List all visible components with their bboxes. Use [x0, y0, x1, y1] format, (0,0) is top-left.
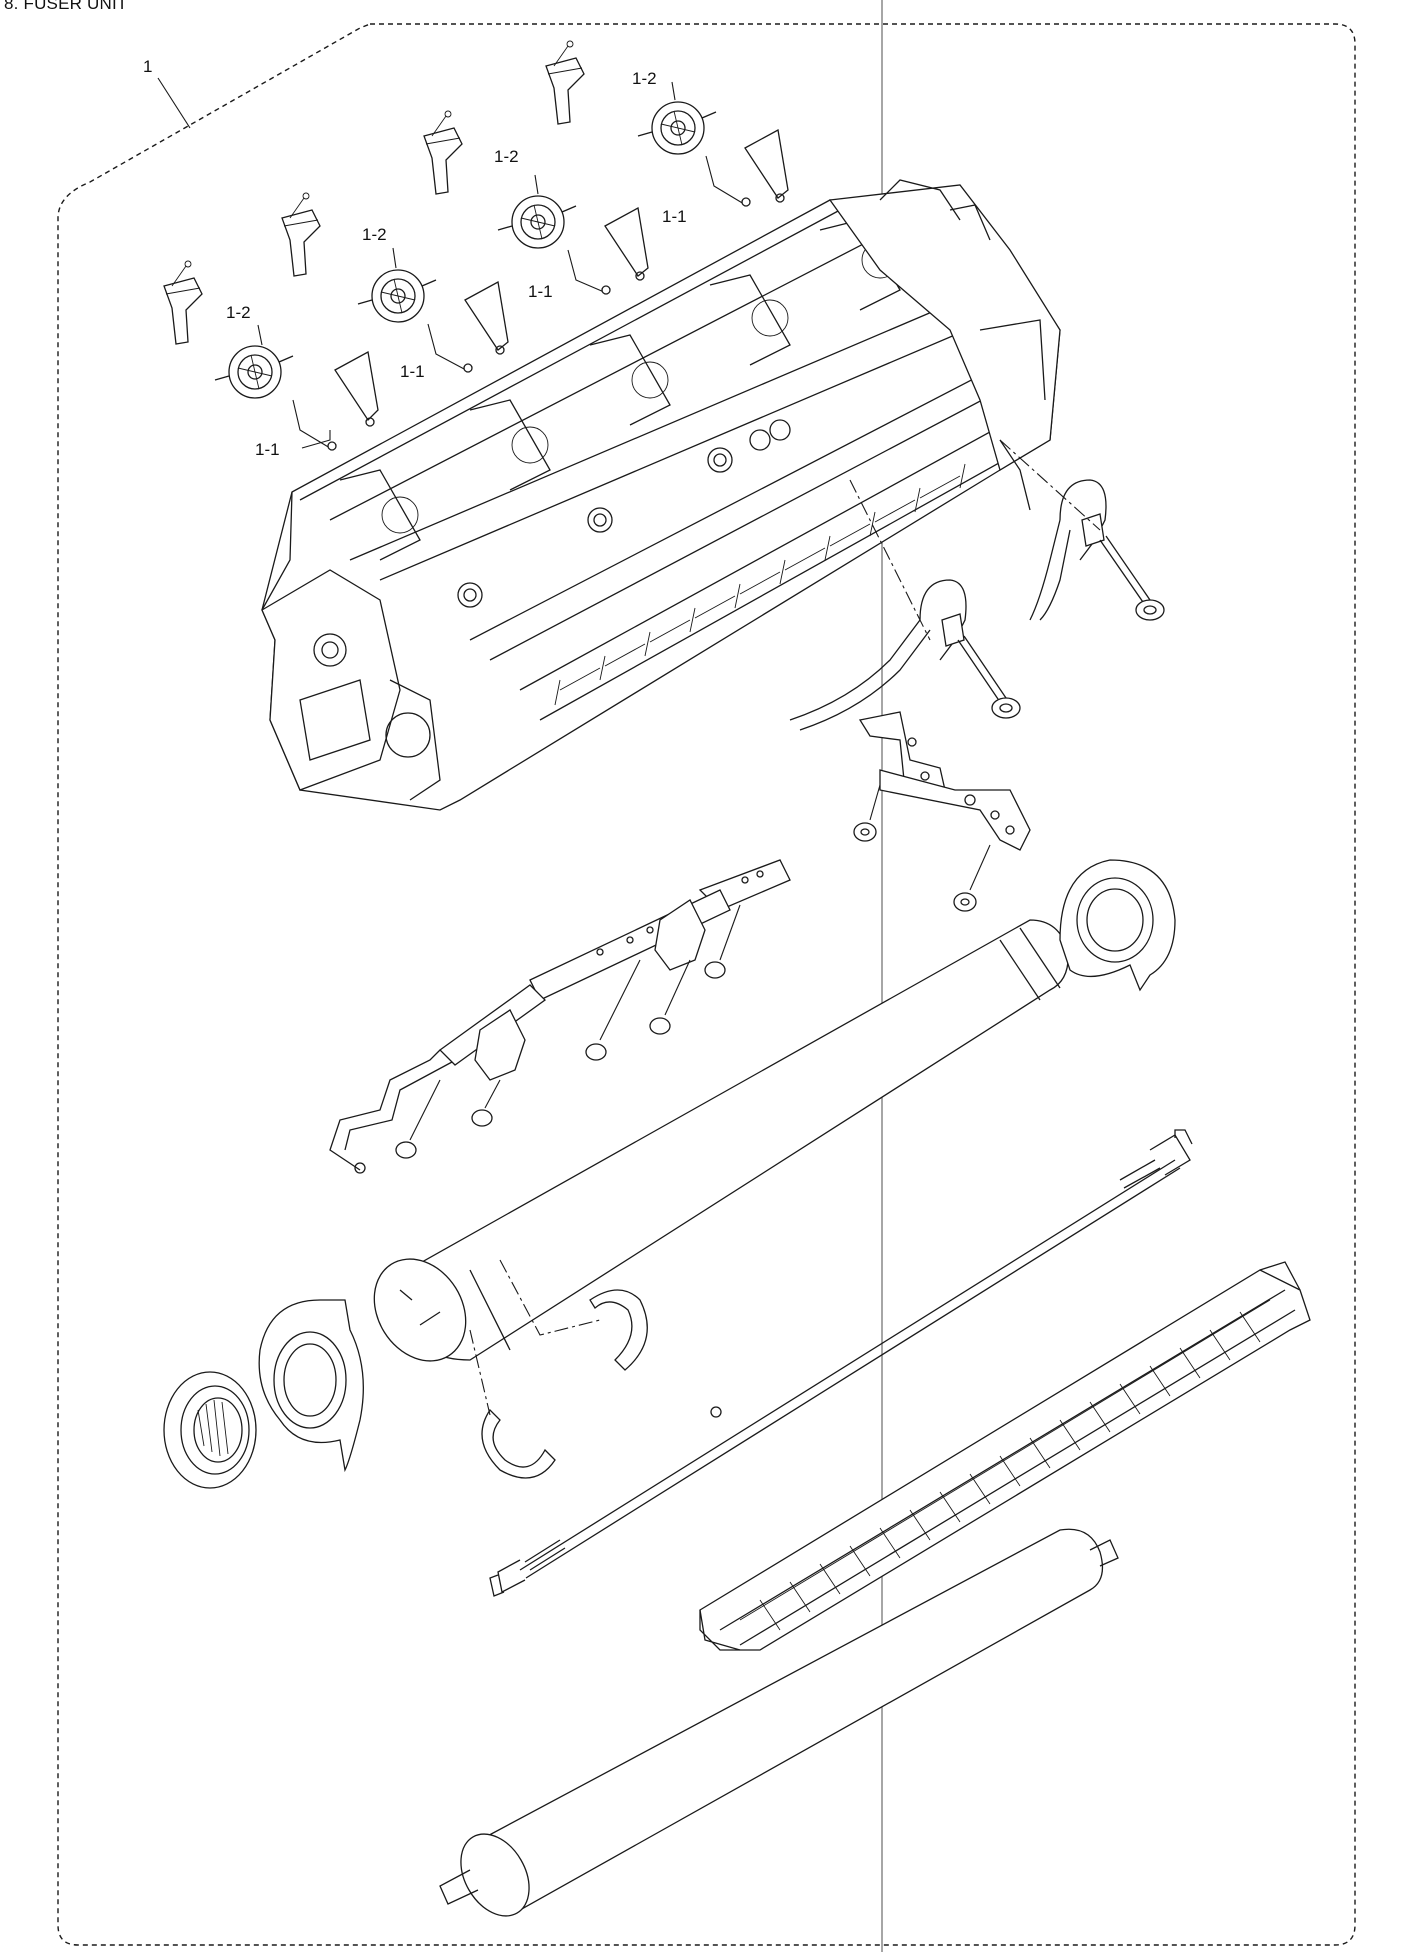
separation-claw — [423, 110, 463, 195]
heater-lamp — [489, 1129, 1193, 1597]
spring-end — [463, 363, 473, 373]
link-2 — [567, 249, 605, 293]
spring — [744, 128, 789, 203]
assembly-boundary — [57, 23, 1356, 1946]
screw — [649, 959, 691, 1035]
leader-lever-4 — [257, 324, 263, 346]
screw — [471, 1079, 501, 1127]
paper-guide — [699, 1261, 1311, 1651]
callout-spring-2: 1-1 — [528, 282, 553, 301]
chain-line — [469, 1329, 491, 1416]
separation-claw — [545, 40, 585, 125]
callout-lever-3: 1-2 — [362, 225, 387, 244]
bearing — [163, 1371, 257, 1489]
callout-spring-3: 1-1 — [400, 362, 425, 381]
spring — [604, 206, 649, 281]
spring — [334, 350, 379, 427]
pressure-lever — [497, 195, 577, 249]
leader-spring-4 — [301, 430, 331, 449]
sensor-bracket — [329, 859, 791, 1174]
pressure-roller — [439, 1528, 1119, 1917]
screw — [957, 635, 1021, 719]
callout-lever-2: 1-2 — [494, 147, 519, 166]
screw — [585, 959, 641, 1061]
link-3 — [427, 323, 467, 371]
leader-lever-2 — [534, 174, 539, 195]
callout-spring-top: 1-1 — [662, 207, 687, 226]
chain-line — [499, 1259, 601, 1336]
c-ring — [589, 1289, 648, 1371]
screw — [853, 784, 881, 842]
bracket — [858, 711, 1031, 851]
callout-lever-top: 1-2 — [632, 69, 657, 88]
separation-claw — [281, 192, 321, 277]
pressure-lever — [637, 101, 717, 155]
chain-line — [849, 479, 931, 641]
leader-assembly — [157, 77, 191, 129]
screw — [1099, 535, 1165, 621]
chain-line — [999, 439, 1101, 531]
leader-lever-1 — [671, 81, 676, 101]
screw — [395, 1079, 441, 1159]
bearing-plate — [258, 1299, 364, 1473]
callout-assembly: 1 — [143, 57, 152, 76]
spring — [464, 280, 509, 355]
pressure-lever — [214, 345, 294, 399]
thermostat — [789, 579, 967, 731]
pressure-lever — [357, 269, 437, 323]
fuser-frame — [261, 179, 1061, 811]
spring-end — [601, 285, 611, 295]
thermostat — [1029, 479, 1107, 621]
spring-end — [327, 441, 337, 451]
callout-spring-4: 1-1 — [255, 440, 280, 459]
roller-bearing-plate — [1059, 859, 1176, 992]
screw — [704, 904, 741, 979]
page-title: 8. FUSER UNIT — [4, 0, 128, 13]
leader-lever-3 — [392, 247, 397, 269]
heat-roller — [373, 919, 1069, 1362]
link-4 — [292, 399, 331, 449]
link-1 — [705, 155, 745, 205]
screw — [953, 844, 991, 912]
separation-claw — [163, 260, 203, 345]
callout-lever-4: 1-2 — [226, 303, 251, 322]
spring-end — [741, 197, 751, 207]
c-ring — [481, 1408, 556, 1479]
